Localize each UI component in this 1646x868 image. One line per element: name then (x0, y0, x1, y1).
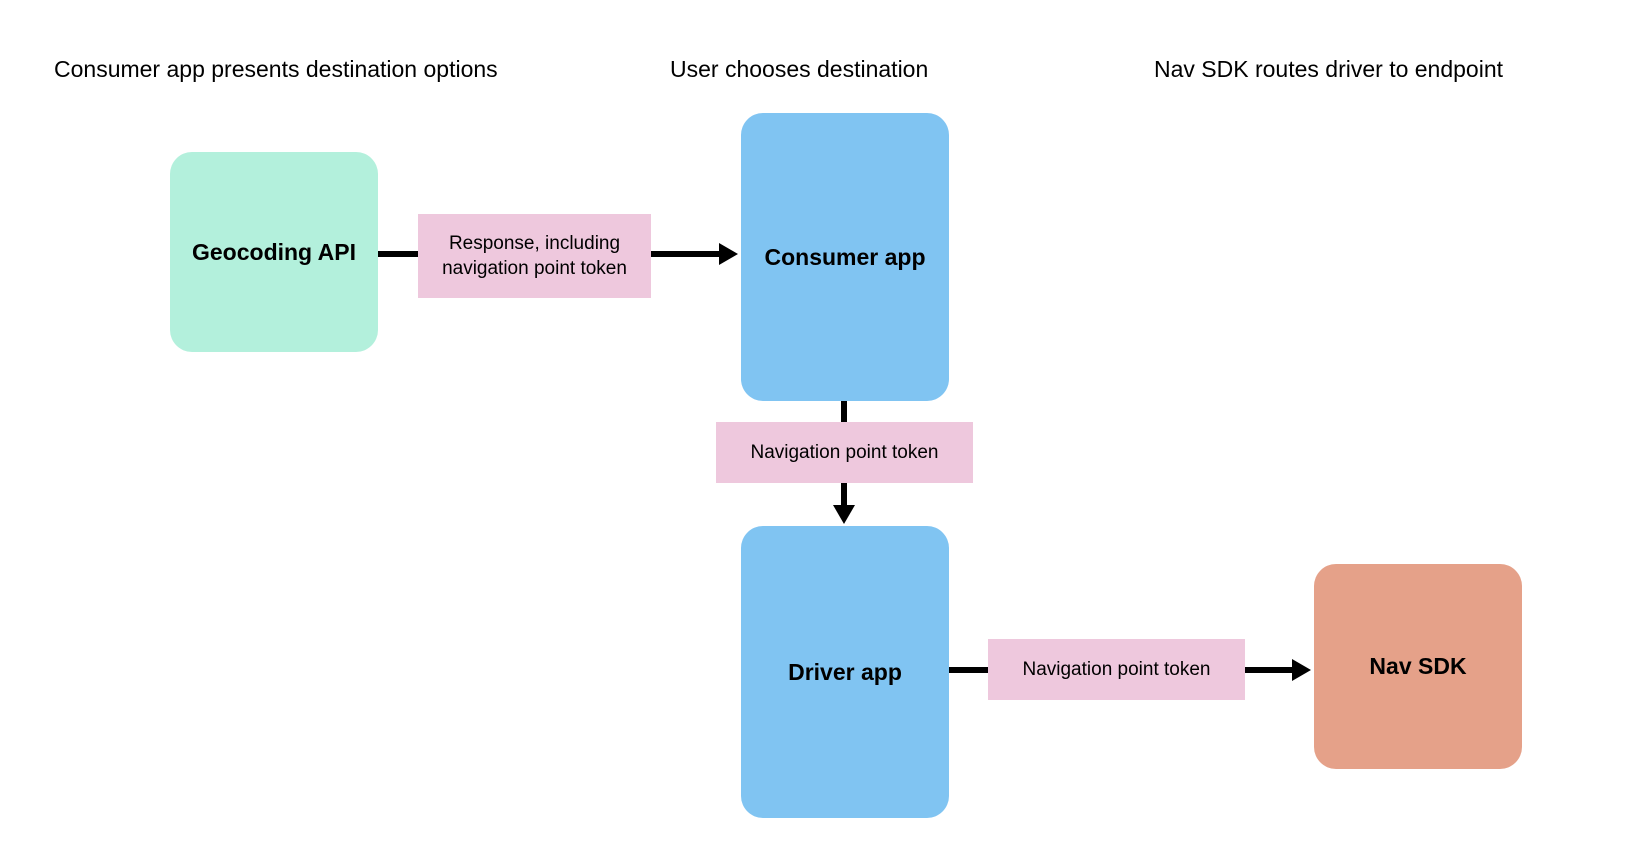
node-consumer-app-label: Consumer app (764, 243, 926, 270)
stage-header-user-chooses: User chooses destination (670, 56, 929, 82)
node-geocoding-api-label: Geocoding API (192, 238, 356, 265)
stage-header-nav-sdk-routes: Nav SDK routes driver to endpoint (1154, 56, 1504, 82)
node-nav-sdk-label: Nav SDK (1369, 653, 1467, 679)
edge-label-text: Navigation point token (750, 441, 939, 463)
edge-label-text: Navigation point token (1022, 658, 1211, 680)
node-nav-sdk[interactable]: Nav SDK (1314, 564, 1522, 769)
arrow-head-driver-to-navsdk (1292, 659, 1311, 681)
edge-label-navigation-point-token-horizontal: Navigation point token (988, 639, 1245, 700)
edge-label-response-including-navigation-point-token: Response, including navigation point tok… (418, 214, 651, 298)
node-consumer-app[interactable]: Consumer app (741, 113, 949, 401)
node-geocoding-api[interactable]: Geocoding API (170, 152, 378, 352)
edge-label-text: Response, including navigation point tok… (442, 232, 627, 279)
edge-label-navigation-point-token-vertical: Navigation point token (716, 422, 973, 483)
arrow-head-geocoding-to-consumer (719, 243, 738, 265)
node-driver-app-label: Driver app (788, 658, 902, 685)
arrow-head-consumer-to-driver (833, 505, 855, 524)
stage-header-consumer-app-presents: Consumer app presents destination option… (54, 56, 498, 82)
node-driver-app[interactable]: Driver app (741, 526, 949, 818)
